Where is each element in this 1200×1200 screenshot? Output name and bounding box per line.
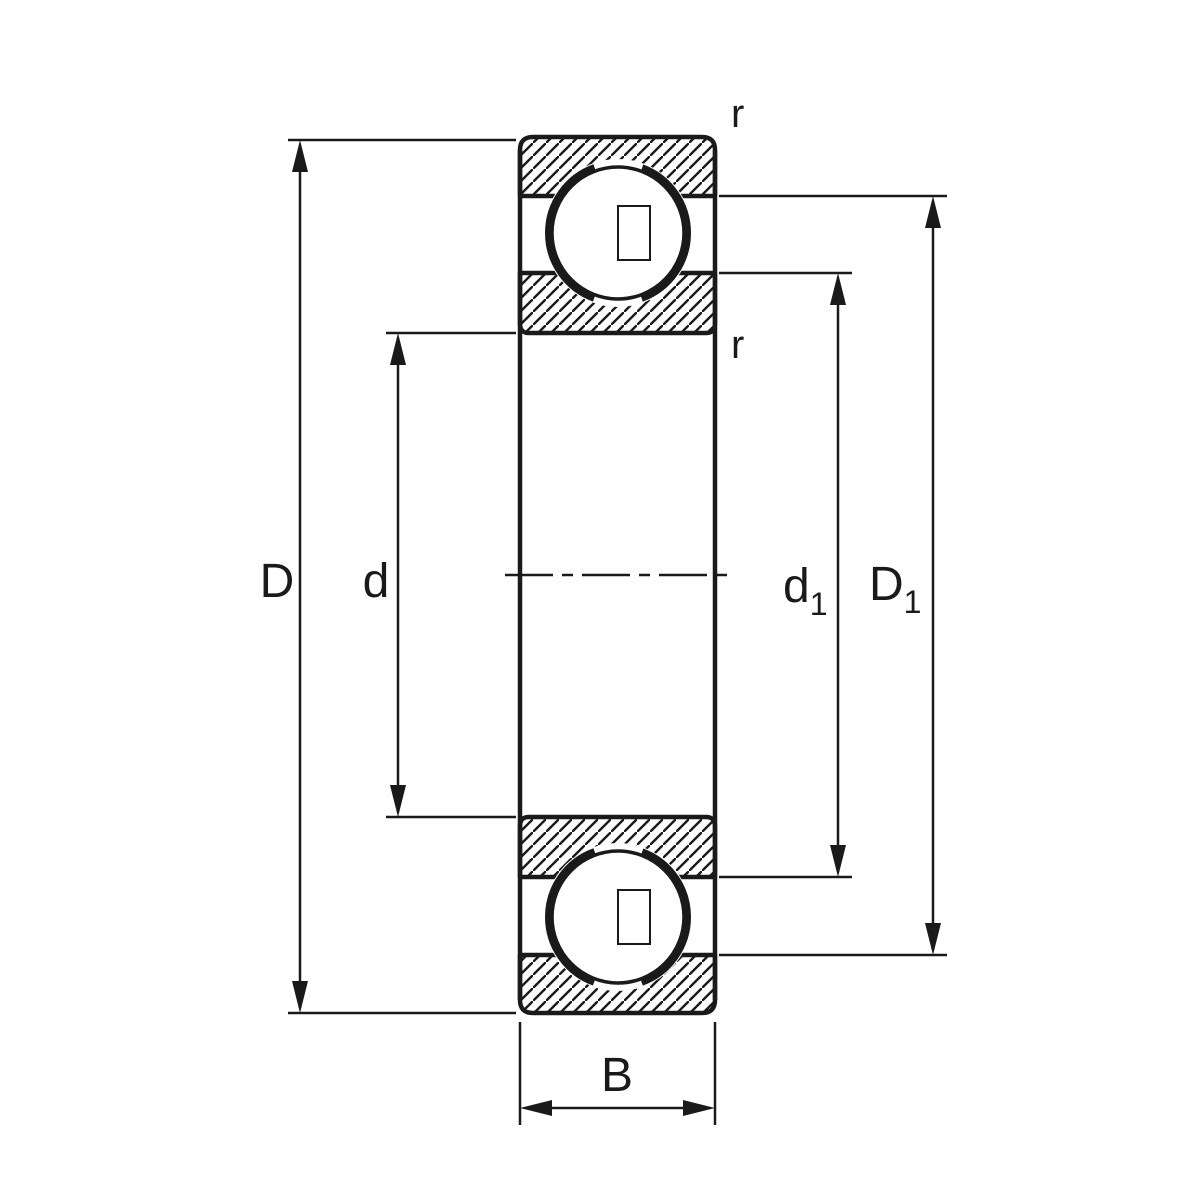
dimension-D1-label-sub: 1 — [904, 584, 922, 620]
dimension-d1-label-sub: 1 — [810, 586, 828, 622]
dimension-D1-label: D1 — [869, 558, 921, 620]
dimension-B-arrow-left — [520, 1100, 552, 1116]
dimension-D: D — [260, 138, 516, 1015]
dimension-d1-label: d1 — [783, 560, 828, 622]
cage-pocket-bottom — [617, 889, 651, 945]
dimension-d1-arrow-bottom — [830, 845, 846, 877]
radius-label-inner: r — [731, 323, 744, 367]
raceway-arc-bottom — [545, 844, 691, 990]
dimension-d1-arrow-top — [830, 273, 846, 305]
dimension-D1: D1 — [719, 194, 947, 957]
dimension-B: B — [518, 1022, 717, 1125]
dimension-d-arrow-bottom — [390, 785, 406, 817]
dimension-d-label: d — [363, 555, 390, 608]
dimension-d1: d1 — [719, 271, 852, 879]
dimension-d-arrow-top — [390, 333, 406, 365]
dimension-D1-arrow-bottom — [925, 923, 941, 955]
dimension-B-label: B — [601, 1049, 633, 1102]
dimension-B-arrow-right — [683, 1100, 715, 1116]
cage-pocket-top — [617, 205, 651, 261]
dimension-d1-label-base: d — [783, 560, 810, 613]
dimension-D1-arrow-top — [925, 196, 941, 228]
radius-label-outer: r — [731, 92, 744, 136]
dimension-D-arrow-bottom — [292, 981, 308, 1013]
dimension-D1-label-base: D — [869, 558, 904, 611]
dimension-D-arrow-top — [292, 140, 308, 172]
dimension-D-label: D — [260, 555, 295, 608]
dimension-d: d — [363, 331, 516, 819]
raceway-arc-top — [545, 160, 691, 306]
